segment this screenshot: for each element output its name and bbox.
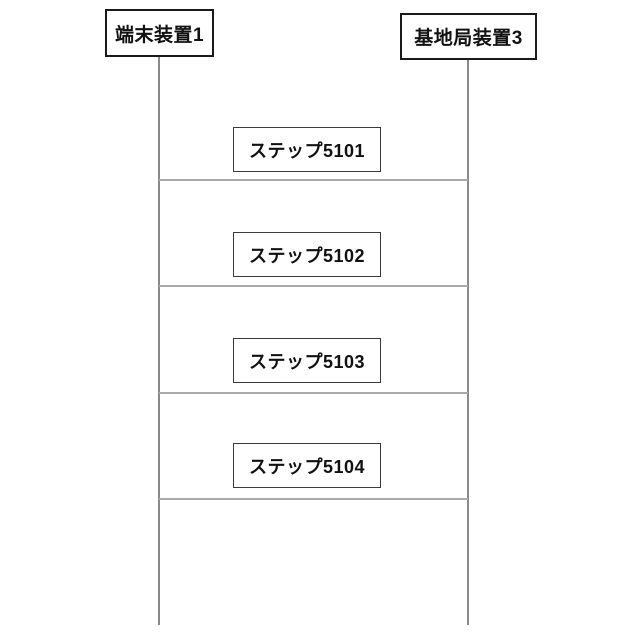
lifeline-terminal-device xyxy=(158,57,160,625)
step-label-5103: ステップ5103 xyxy=(248,351,366,372)
entity-box-base-station-device: 基地局装置3 xyxy=(400,13,537,60)
step-box-5104: ステップ5104 xyxy=(233,443,381,488)
step-box-5103: ステップ5103 xyxy=(233,338,381,383)
lifeline-base-station-device xyxy=(467,60,469,625)
entity-label-base-station-device: 基地局装置3 xyxy=(414,28,523,49)
step-box-5101: ステップ5101 xyxy=(233,127,381,172)
separator-line-2 xyxy=(159,285,468,287)
step-label-5102: ステップ5102 xyxy=(248,245,366,266)
separator-line-3 xyxy=(159,392,468,394)
entity-label-terminal-device: 端末装置1 xyxy=(114,24,205,46)
separator-line-4 xyxy=(159,498,468,500)
step-label-5101: ステップ5101 xyxy=(248,140,366,161)
separator-line-1 xyxy=(159,179,468,181)
step-box-5102: ステップ5102 xyxy=(233,232,381,277)
step-label-5104: ステップ5104 xyxy=(248,456,366,477)
entity-box-terminal-device: 端末装置1 xyxy=(105,9,214,57)
